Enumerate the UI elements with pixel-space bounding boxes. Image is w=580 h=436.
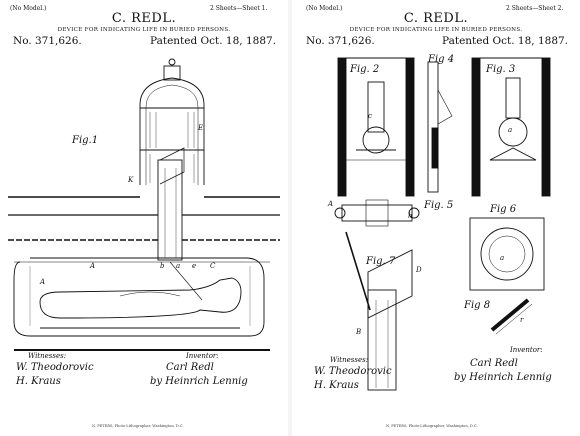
attorney-signature: by Heinrich Lennig bbox=[454, 372, 552, 383]
label-a: a bbox=[176, 262, 181, 270]
label-A-lower: A bbox=[40, 278, 46, 286]
label-a-fig6: a bbox=[500, 254, 505, 262]
label-B: B bbox=[356, 328, 362, 336]
figure-label-1: Fig.1 bbox=[72, 135, 99, 146]
lithographer-footer: N. PETERS, Photo-Lithographer, Washingto… bbox=[386, 424, 478, 428]
label-K: K bbox=[128, 176, 134, 184]
patent-date: Patented Oct. 18, 1887. bbox=[442, 35, 569, 47]
label-A-upper: A bbox=[90, 262, 96, 270]
witnesses-label: Witnesses: bbox=[330, 356, 369, 364]
label-a: a bbox=[508, 126, 513, 134]
label-e: e bbox=[192, 262, 197, 270]
figure-1-drawing bbox=[8, 58, 280, 351]
sheet-count: 2 Sheets—Sheet 2. bbox=[506, 5, 564, 12]
model-note: (No Model.) bbox=[306, 5, 343, 12]
label-r: r bbox=[520, 316, 524, 324]
label-E: E bbox=[198, 124, 204, 132]
figure-label-7: Fig. 7 bbox=[366, 256, 396, 267]
figure-label-3: Fig. 3 bbox=[486, 64, 516, 75]
lithographer-footer: N. PETERS, Photo-Lithographer, Washingto… bbox=[92, 424, 184, 428]
model-note: (No Model.) bbox=[10, 5, 47, 12]
label-c: c bbox=[368, 112, 372, 120]
figure-label-8: Fig 8 bbox=[464, 300, 491, 311]
patent-sheet-1: (No Model.) 2 Sheets—Sheet 1. C. REDL. D… bbox=[0, 0, 288, 436]
patent-number: No. 371,626. bbox=[306, 35, 375, 47]
figure-label-2: Fig. 2 bbox=[350, 64, 380, 75]
figure-label-4: Fig 4 bbox=[428, 54, 455, 65]
attorney-signature: by Heinrich Lennig bbox=[150, 376, 248, 387]
witness-2-signature: H. Kraus bbox=[314, 380, 359, 391]
sheet-count: 2 Sheets—Sheet 1. bbox=[210, 5, 268, 12]
witness-1-signature: W. Theodorovic bbox=[16, 362, 94, 373]
figures-2-to-8-drawing bbox=[334, 57, 551, 391]
inventor-label: Inventor: bbox=[510, 346, 543, 354]
inventor-name: C. REDL. bbox=[403, 11, 469, 26]
patent-sheet-2: (No Model.) 2 Sheets—Sheet 2. C. REDL. D… bbox=[292, 0, 580, 436]
label-A: A bbox=[328, 200, 334, 208]
label-C: C bbox=[210, 262, 216, 270]
witnesses-label: Witnesses: bbox=[28, 352, 67, 360]
figure-label-5: Fig. 5 bbox=[424, 200, 454, 211]
patent-title: DEVICE FOR INDICATING LIFE IN BURIED PER… bbox=[349, 27, 523, 33]
inventor-label: Inventor: bbox=[186, 352, 219, 360]
patent-title: DEVICE FOR INDICATING LIFE IN BURIED PER… bbox=[57, 27, 231, 33]
figure-label-6: Fig 6 bbox=[490, 204, 517, 215]
inventor-signature: Carl Redl bbox=[470, 358, 518, 369]
inventor-signature: Carl Redl bbox=[166, 362, 214, 373]
label-D: D bbox=[416, 266, 422, 274]
patent-number: No. 371,626. bbox=[13, 35, 82, 47]
witness-2-signature: H. Kraus bbox=[16, 376, 61, 387]
label-b: b bbox=[160, 262, 165, 270]
inventor-name: C. REDL. bbox=[111, 11, 177, 26]
label-h: h bbox=[408, 212, 413, 220]
patent-date: Patented Oct. 18, 1887. bbox=[150, 35, 277, 47]
witness-1-signature: W. Theodorovic bbox=[314, 366, 392, 377]
